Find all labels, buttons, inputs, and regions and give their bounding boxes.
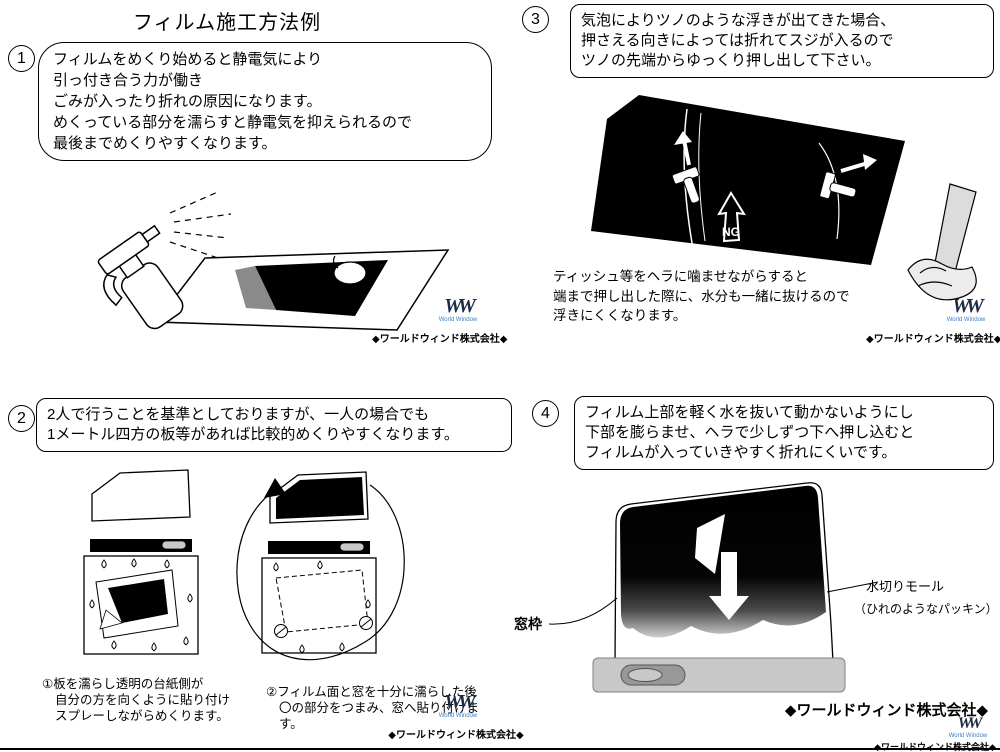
step1-number-badge: 1: [8, 45, 35, 72]
door-film-illustration: [548, 482, 879, 693]
step4-instruction-box: フィルム上部を軽く水を抜いて動かないようにし 下部を膨らませ、ヘラで少しずつ下へ…: [574, 396, 994, 470]
ww-logo-subtext: World Window: [948, 733, 988, 739]
tissue-squeegee-illustration: [907, 183, 977, 301]
ww-logo-subtext: World Window: [438, 713, 478, 719]
arrow-up-icon: [674, 131, 692, 166]
bottom-border-line: [0, 748, 1000, 750]
tissue-squeegee-icon: [907, 183, 977, 301]
text-line: 気泡によりツノのような浮きが出てきた場合、: [581, 12, 896, 29]
press-down-arrow-icon: [709, 552, 749, 620]
arrow-right-icon: [840, 154, 877, 173]
text-line: フィルムが入っていきやすく折れにくいです。: [585, 444, 897, 461]
spray-mist-icon: [169, 190, 232, 259]
step2-instruction-box: 2人で行うことを基準としておりますが、一人の場合でも 1メートル四方の板等があれ…: [36, 398, 512, 452]
step2-number-badge: 2: [8, 405, 35, 432]
door-sill: [592, 657, 846, 693]
text-line: フィルム上部を軽く水を抜いて動かないようにし: [585, 404, 914, 421]
text-line: 最後までめくりやすくなります。: [53, 135, 277, 152]
text-line: 〇の部分をつまみ、窓へ貼り付けます。: [279, 701, 480, 731]
text-line: 下部を膨らませ、ヘラで少しずつ下へ押し込むと: [585, 424, 915, 441]
tinted-glass-shape: [591, 95, 905, 265]
text-line: ①板を濡らし透明の台紙側が: [42, 677, 204, 691]
tinted-window-illustration: NG: [591, 95, 905, 265]
window-frame-label: 窓枠: [514, 616, 542, 632]
text-line: 引っ付き合う力が働き: [53, 72, 204, 89]
squeegee-mark-icon: [695, 514, 725, 574]
film-sheet-icon: [154, 249, 450, 331]
ww-logo: WW World Window: [944, 296, 988, 323]
ww-logo-mark: WW: [444, 295, 476, 317]
squeegee-icon: [819, 171, 857, 200]
text-line: ツノの先端からゆっくり押し出して下さい。: [581, 52, 881, 69]
window-panels-illustration: [83, 469, 405, 661]
ww-logo: WW World Window: [946, 715, 990, 740]
ww-logo: WW World Window: [436, 692, 480, 719]
page-title: フィルム施工方法例: [132, 12, 322, 34]
step3-note: ティッシュ等をヘラに噛ませながらすると 端まで押し出した際に、水分も一緒に抜ける…: [553, 267, 893, 326]
pinch-point-icon: [274, 624, 288, 638]
squeegee-icon: [671, 166, 700, 204]
text-line: 浮きにくくなります。: [553, 308, 687, 323]
text-line: スプレーしながらめくります。: [55, 709, 229, 723]
step4-number-badge: 4: [532, 400, 559, 427]
text-line: 自分の方を向くように貼り付け: [55, 693, 231, 707]
company-name-small: ◆ワールドウィンド株式会社◆: [874, 742, 996, 752]
ww-logo: WW World Window: [436, 296, 480, 323]
molding-pointer-line: [826, 581, 879, 593]
text-line: 1メートル四方の板等があれば比較的めくりやすくなります。: [47, 426, 459, 443]
company-name-small: ◆ワールドウィンド株式会社◆: [866, 334, 1000, 345]
company-name-bold: ◆ワールドウィンド株式会社◆: [784, 702, 988, 719]
ng-arrow-icon: NG: [717, 191, 746, 243]
text-line: 2人で行うことを基準としておりますが、一人の場合でも: [47, 406, 430, 423]
ww-logo-mark: WW: [957, 715, 982, 732]
step1-speech-bubble: フィルムをめくり始めると静電気により 引っ付き合う力が働き ごみが入ったり折れの…: [38, 42, 492, 161]
spray-peel-illustration: [97, 190, 450, 331]
company-name-small: ◆ワールドウィンド株式会社◆: [372, 334, 508, 345]
rotation-arrow-icon: [236, 478, 405, 661]
backing-sheet-window-icon: [83, 469, 199, 655]
film-applied-window-icon: [261, 471, 377, 654]
ww-logo-subtext: World Window: [438, 317, 478, 323]
step3-number-badge: 3: [522, 6, 549, 33]
text-line: ティッシュ等をヘラに噛ませながらすると: [553, 269, 809, 284]
spray-bottle-icon: [97, 224, 184, 330]
ng-label: NG: [722, 225, 740, 239]
window-frame-pointer-line: [548, 597, 618, 625]
hand-icon: [332, 255, 367, 291]
ww-logo-mark: WW: [444, 691, 476, 713]
ww-logo-mark: WW: [952, 295, 984, 317]
text-line: 端まで押し出した際に、水分も一緒に抜けるので: [553, 288, 850, 304]
step3-instruction-box: 気泡によりツノのような浮きが出てきた場合、 押さえる向きによっては折れてスジが入…: [570, 4, 994, 78]
step2-caption-1: ①板を濡らし透明の台紙側が 自分の方を向くように貼り付け スプレーしながらめくり…: [42, 676, 252, 724]
text-line: ②フィルム面と窓を十分に濡らした後: [266, 685, 477, 699]
molding-label: 水切りモール: [866, 579, 945, 594]
text-line: めくっている部分を濡らすと静電気を抑えられるので: [53, 114, 412, 131]
text-line: フィルムをめくり始めると静電気により: [53, 51, 323, 68]
text-line: ごみが入ったり折れの原因になります。: [53, 93, 322, 110]
pinch-point-icon: [359, 616, 373, 630]
ww-logo-subtext: World Window: [946, 317, 986, 323]
text-line: 押さえる向きによっては折れてスジが入るので: [581, 32, 894, 49]
step2-caption-2: ②フィルム面と窓を十分に濡らした後 〇の部分をつまみ、窓へ貼り付けます。: [266, 684, 496, 732]
molding-note-label: （ひれのようなパッキン）: [854, 602, 998, 616]
company-name-small: ◆ワールドウィンド株式会社◆: [388, 730, 524, 741]
